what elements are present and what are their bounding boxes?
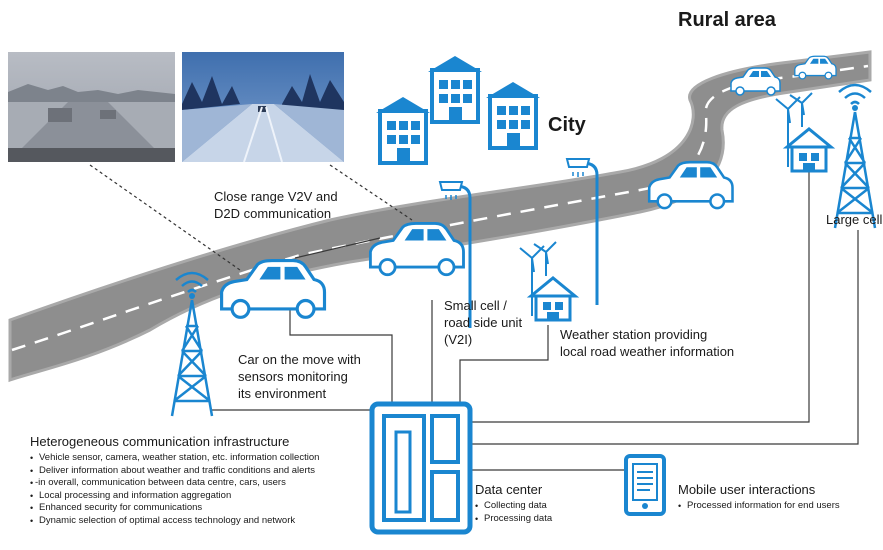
car-label-line-1: Car on the move with [238, 352, 361, 367]
rural-area-label: Rural area [678, 9, 776, 31]
photo-connector-2 [329, 164, 413, 221]
weather-label-line-1: Weather station providing [560, 327, 708, 342]
road-center-line [11, 64, 869, 352]
large-cell-connector [470, 170, 810, 423]
v2v-label: Close range V2V and D2D communication [214, 188, 338, 222]
foggy-road-photo [8, 52, 175, 162]
mobile-block: Mobile user interactions Processed infor… [678, 482, 840, 513]
small-cell-label-line-2: road side unit [444, 315, 523, 330]
building-icon [426, 54, 484, 124]
v2v-link-line [294, 237, 381, 259]
data-center-icon [369, 401, 473, 535]
infrastructure-title: Heterogeneous communication infrastructu… [30, 434, 290, 449]
infrastructure-block: Heterogeneous communication infrastructu… [30, 434, 319, 527]
data-center-block: Data center Collecting data Processing d… [475, 482, 552, 525]
car-label: Car on the move with sensors monitoring … [238, 351, 361, 402]
infrastructure-item: -in overall, communication between data … [30, 477, 319, 490]
infrastructure-list: Vehicle sensor, camera, weather station,… [30, 452, 319, 527]
v2v-label-line-1: Close range V2V and [214, 189, 338, 204]
infrastructure-item: Enhanced security for communications [30, 502, 319, 515]
photo-connector-1 [89, 164, 241, 271]
tower-right-connector [470, 230, 859, 445]
small-cell-label-line-3: (V2I) [444, 332, 473, 347]
data-center-title: Data center [475, 482, 543, 497]
weather-connector [459, 325, 549, 410]
building-icon [374, 95, 432, 165]
tablet-icon [624, 454, 666, 516]
v2v-label-line-2: D2D communication [214, 206, 332, 221]
large-cell-label: Large cell [826, 212, 883, 227]
infrastructure-item: Deliver information about weather and tr… [30, 465, 319, 478]
infrastructure-item: Vehicle sensor, camera, weather station,… [30, 452, 319, 465]
city-label: City [548, 114, 586, 136]
weather-station-icon [774, 91, 833, 173]
snowy-road-photo [182, 52, 344, 162]
weather-label-line-2: local road weather information [560, 344, 735, 359]
building-icon [484, 80, 542, 150]
car-label-line-2: sensors monitoring [238, 369, 348, 384]
car-connector [289, 300, 393, 410]
mobile-title: Mobile user interactions [678, 482, 816, 497]
infrastructure-item: Dynamic selection of optimal access tech… [30, 515, 319, 528]
small-cell-label: Small cell / road side unit (V2I) [444, 297, 522, 348]
data-center-item: Processing data [475, 513, 552, 526]
cell-tower-icon [833, 83, 877, 230]
weather-station-label: Weather station providing local road wea… [560, 326, 734, 360]
mobile-list: Processed information for end users [678, 500, 840, 513]
small-cell-label-line-1: Small cell / [444, 298, 507, 313]
weather-station-icon [518, 240, 577, 322]
car-label-line-3: its environment [238, 386, 327, 401]
data-center-list: Collecting data Processing data [475, 500, 552, 525]
data-center-item: Collecting data [475, 500, 552, 513]
connector-lines [210, 170, 859, 471]
mobile-item: Processed information for end users [678, 500, 840, 513]
infrastructure-item: Local processing and information aggrega… [30, 490, 319, 503]
